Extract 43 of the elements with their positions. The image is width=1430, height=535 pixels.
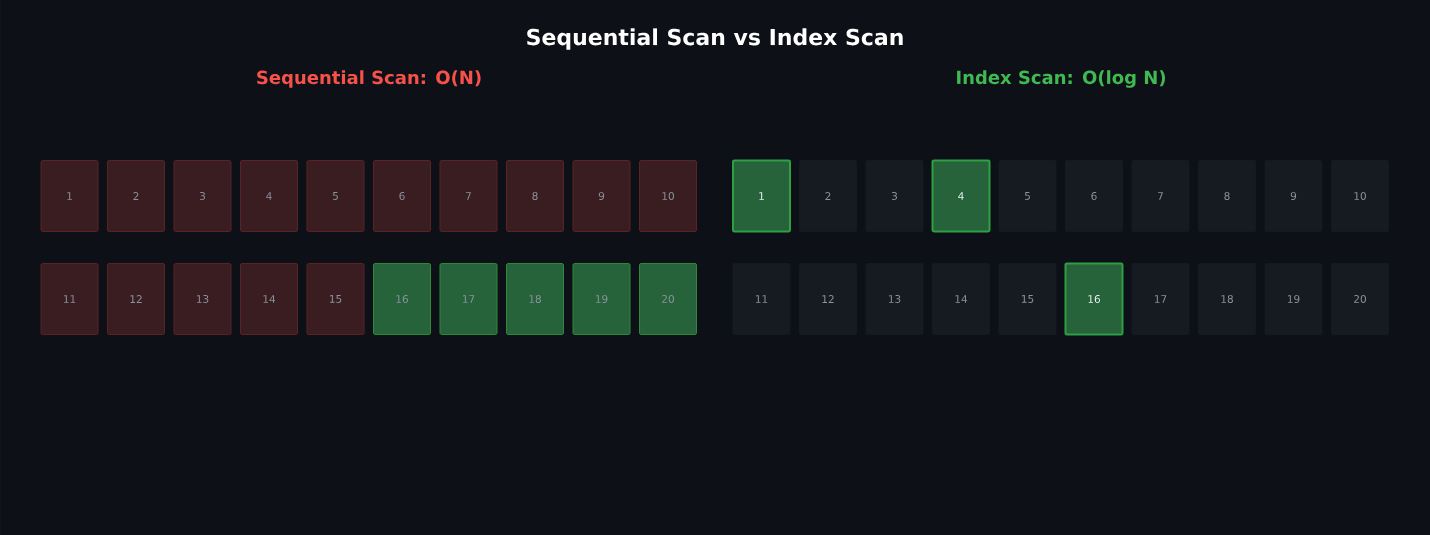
record-cell: 15 xyxy=(998,263,1057,335)
record-cell: 6 xyxy=(373,160,431,232)
record-cell: 9 xyxy=(1264,160,1323,232)
record-cell: 12 xyxy=(799,263,857,335)
record-cell: 4 xyxy=(240,160,298,232)
record-cell: 1 xyxy=(732,159,791,233)
record-cell: 19 xyxy=(572,263,631,335)
record-cell: 15 xyxy=(306,263,365,335)
record-cell: 18 xyxy=(1198,263,1256,335)
record-cell: 16 xyxy=(373,263,431,335)
record-cell: 20 xyxy=(1331,263,1389,335)
record-cell: 4 xyxy=(931,159,991,233)
record-cell: 6 xyxy=(1065,160,1123,232)
record-cell: 17 xyxy=(1131,263,1190,335)
record-cell: 13 xyxy=(173,263,232,335)
record-cell: 10 xyxy=(639,160,697,232)
record-cell: 2 xyxy=(107,160,165,232)
record-cell: 11 xyxy=(732,263,791,335)
record-cell: 3 xyxy=(865,160,924,232)
record-cell: 8 xyxy=(506,160,564,232)
record-cell: 7 xyxy=(1131,160,1190,232)
record-cell: 14 xyxy=(932,263,990,335)
record-cell: 1 xyxy=(40,160,99,232)
record-cell: 5 xyxy=(998,160,1057,232)
record-cell: 9 xyxy=(572,160,631,232)
record-cell: 2 xyxy=(799,160,857,232)
panel-heading: Index Scan: O(log N) xyxy=(957,70,1166,88)
record-cell: 3 xyxy=(173,160,232,232)
title: Sequential Scan vs Index Scan xyxy=(527,28,903,50)
panel-heading: Sequential Scan: O(N) xyxy=(257,70,481,88)
record-cell: 7 xyxy=(439,160,498,232)
record-cell: 10 xyxy=(1331,160,1389,232)
record-cell: 12 xyxy=(107,263,165,335)
record-cell: 5 xyxy=(306,160,365,232)
record-cell: 16 xyxy=(1064,262,1124,336)
record-cell: 19 xyxy=(1264,263,1323,335)
record-cell: 14 xyxy=(240,263,298,335)
record-cell: 18 xyxy=(506,263,564,335)
record-cell: 8 xyxy=(1198,160,1256,232)
record-cell: 13 xyxy=(865,263,924,335)
record-cell: 20 xyxy=(639,263,697,335)
record-cell: 11 xyxy=(40,263,99,335)
record-cell: 17 xyxy=(439,263,498,335)
